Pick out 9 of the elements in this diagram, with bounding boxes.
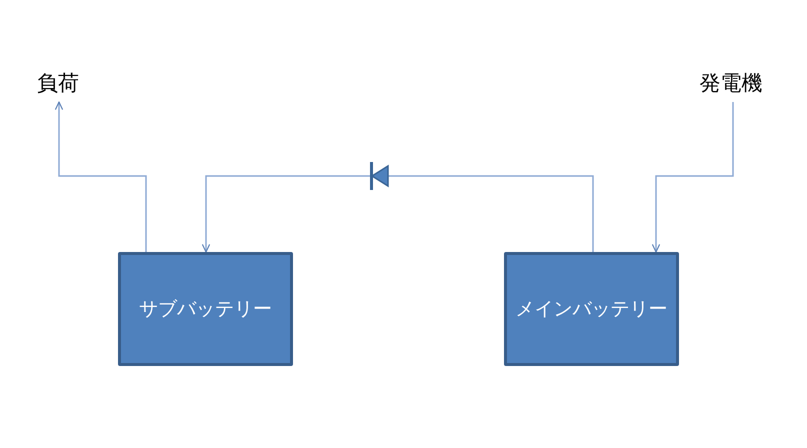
node-label: 発電機	[700, 70, 762, 97]
battery-box	[118, 252, 293, 366]
arrow	[652, 102, 734, 253]
arrow	[202, 162, 594, 253]
box-label: サブバッテリー	[139, 297, 272, 322]
arrow	[54, 101, 147, 252]
battery-box	[504, 252, 679, 366]
node-label: 負荷	[37, 70, 79, 97]
box-label: メインバッテリー	[516, 297, 668, 322]
